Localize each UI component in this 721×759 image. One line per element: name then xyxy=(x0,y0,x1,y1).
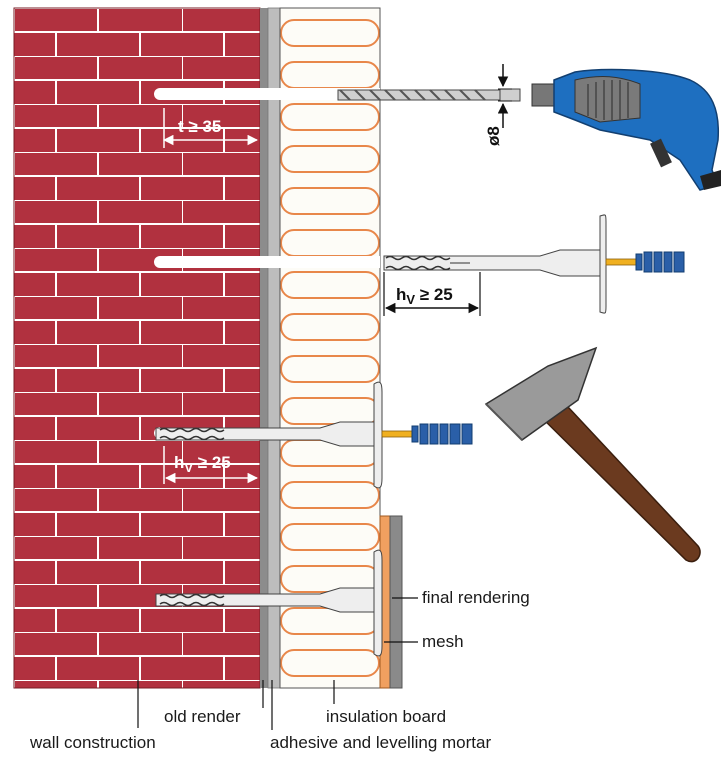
drill-hole-1 xyxy=(154,88,380,100)
label-insulation-board: insulation board xyxy=(326,707,446,726)
drill-icon xyxy=(531,68,721,191)
hv-subscript: V xyxy=(406,292,415,307)
old-render-layer xyxy=(260,8,268,688)
anchor-hammered xyxy=(154,381,473,489)
svg-text:hV ≥ 25: hV ≥ 25 xyxy=(174,453,231,475)
drill-bit xyxy=(337,88,521,102)
hv-symbol-2: h xyxy=(174,453,184,472)
svg-text:hV ≥ 25: hV ≥ 25 xyxy=(396,285,453,307)
label-mesh: mesh xyxy=(422,632,464,651)
insulation-board xyxy=(279,7,381,689)
hv-subscript-2: V xyxy=(184,460,193,475)
drill-diameter-dimension: ø8 xyxy=(484,64,512,146)
label-final-rendering: final rendering xyxy=(422,588,530,607)
label-wall-construction: wall construction xyxy=(29,733,156,752)
hammer-icon xyxy=(484,346,701,563)
hv-value-2: ≥ 25 xyxy=(193,453,231,472)
adhesive-mortar-layer xyxy=(267,7,281,689)
drill-depth-label: t ≥ 35 xyxy=(178,117,221,136)
anchor-icon xyxy=(383,214,685,314)
label-adhesive-mortar: adhesive and levelling mortar xyxy=(270,733,491,752)
drill-depth-dimension: t ≥ 35 xyxy=(162,108,259,148)
anchor-depth-dimension-2: hV ≥ 25 xyxy=(163,446,259,484)
drill-diameter-label: ø8 xyxy=(484,126,503,146)
callouts: final rendering mesh wall construction o… xyxy=(29,588,530,752)
anchor-final xyxy=(155,549,383,657)
hv-value: ≥ 25 xyxy=(415,285,453,304)
drill-hole-2 xyxy=(154,256,380,268)
wall-construction xyxy=(13,7,261,689)
anchor-depth-dimension-1: hV ≥ 25 xyxy=(383,272,481,316)
final-rendering-layer xyxy=(379,515,403,689)
label-old-render: old render xyxy=(164,707,241,726)
hv-symbol: h xyxy=(396,285,406,304)
